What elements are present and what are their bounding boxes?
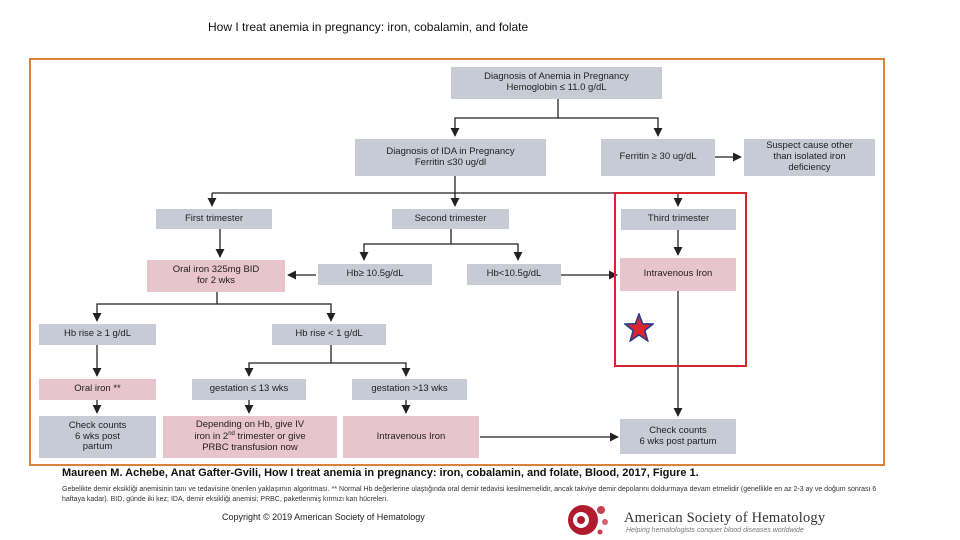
third-trimester-highlight — [614, 192, 747, 367]
check-counts-final-line-2: 6 wks post partum — [639, 435, 717, 447]
suspect-line-2: than isolated iron — [773, 151, 846, 163]
third-trimester-box: Third trimester — [621, 209, 736, 230]
oral-iron-note-label: Oral iron ** — [74, 383, 121, 395]
ida-line-2: Ferritin ≤30 ug/dl — [414, 156, 487, 168]
hb-high-box: Hb≥ 10.5g/dL — [318, 264, 432, 285]
depending-line-1: Depending on Hb, give IV — [195, 419, 305, 431]
second-trimester-box: Second trimester — [392, 209, 509, 229]
hb-high-label: Hb≥ 10.5g/dL — [346, 268, 404, 280]
first-trimester-box: First trimester — [156, 209, 272, 229]
copyright-text: Copyright © 2019 American Society of Hem… — [222, 512, 425, 522]
ash-logo-icon — [568, 505, 608, 535]
check-counts-line-2: 6 wks post — [75, 430, 120, 442]
ash-logo-name: American Society of Hematology — [624, 510, 826, 526]
hb-rise-high-label: Hb rise ≥ 1 g/dL — [64, 328, 131, 340]
check-counts-line-3: partum — [82, 441, 113, 453]
star-icon — [624, 313, 654, 342]
iv-iron-gt-box: Intravenous Iron — [343, 416, 479, 458]
iv-iron-third-box: Intravenous Iron — [620, 258, 736, 291]
hb-low-box: Hb<10.5g/dL — [467, 264, 561, 285]
iv-iron-gt-label: Intravenous Iron — [376, 430, 446, 442]
diagnosis-line-1: Diagnosis of Anemia in Pregnancy — [484, 71, 629, 83]
ferritin-high-box: Ferritin ≥ 30 ug/dL — [601, 139, 715, 176]
gestation-le-label: gestation ≤ 13 wks — [209, 383, 289, 395]
ida-line-1: Diagnosis of IDA in Pregnancy — [386, 145, 515, 157]
suspect-line-1: Suspect cause other — [766, 140, 853, 152]
first-trimester-label: First trimester — [184, 212, 244, 224]
third-trimester-label: Third trimester — [647, 213, 710, 225]
check-counts-final-line-1: Check counts — [649, 424, 707, 436]
gestation-gt-box: gestation >13 wks — [352, 379, 467, 400]
figure-note: Gebelikte demir eksikliği anemisinin tan… — [62, 486, 877, 503]
iv-iron-third-label: Intravenous Iron — [643, 268, 713, 280]
second-trimester-label: Second trimester — [414, 212, 487, 224]
oral-iron-bid-line-1: Oral iron 325mg BID — [172, 264, 260, 276]
hb-rise-low-label: Hb rise < 1 g/dL — [295, 328, 363, 340]
gestation-gt-label: gestation >13 wks — [371, 383, 448, 395]
hb-rise-high-box: Hb rise ≥ 1 g/dL — [39, 324, 156, 345]
ash-logo-tagline: Helping hematologists conquer blood dise… — [626, 527, 804, 534]
ferritin-high-label: Ferritin ≥ 30 ug/dL — [619, 151, 697, 163]
slide-title: How I treat anemia in pregnancy: iron, c… — [208, 20, 529, 34]
diagnosis-line-2: Hemoglobin ≤ 11.0 g/dL — [506, 82, 607, 93]
oral-iron-note-box: Oral iron ** — [39, 379, 156, 400]
figure-citation: Maureen M. Achebe, Anat Gafter-Gvili, Ho… — [62, 467, 699, 479]
oral-iron-bid-line-2: for 2 wks — [196, 275, 235, 286]
depending-line-3: PRBC transfusion now — [202, 442, 298, 454]
hb-rise-low-box: Hb rise < 1 g/dL — [272, 324, 386, 345]
gestation-le-box: gestation ≤ 13 wks — [192, 379, 306, 400]
suspect-line-3: deficiency — [788, 161, 831, 173]
depending-line-2: iron in 2nd trimester or give — [194, 430, 306, 443]
check-counts-line-1: Check counts — [68, 419, 127, 431]
hb-low-label: Hb<10.5g/dL — [486, 268, 542, 280]
